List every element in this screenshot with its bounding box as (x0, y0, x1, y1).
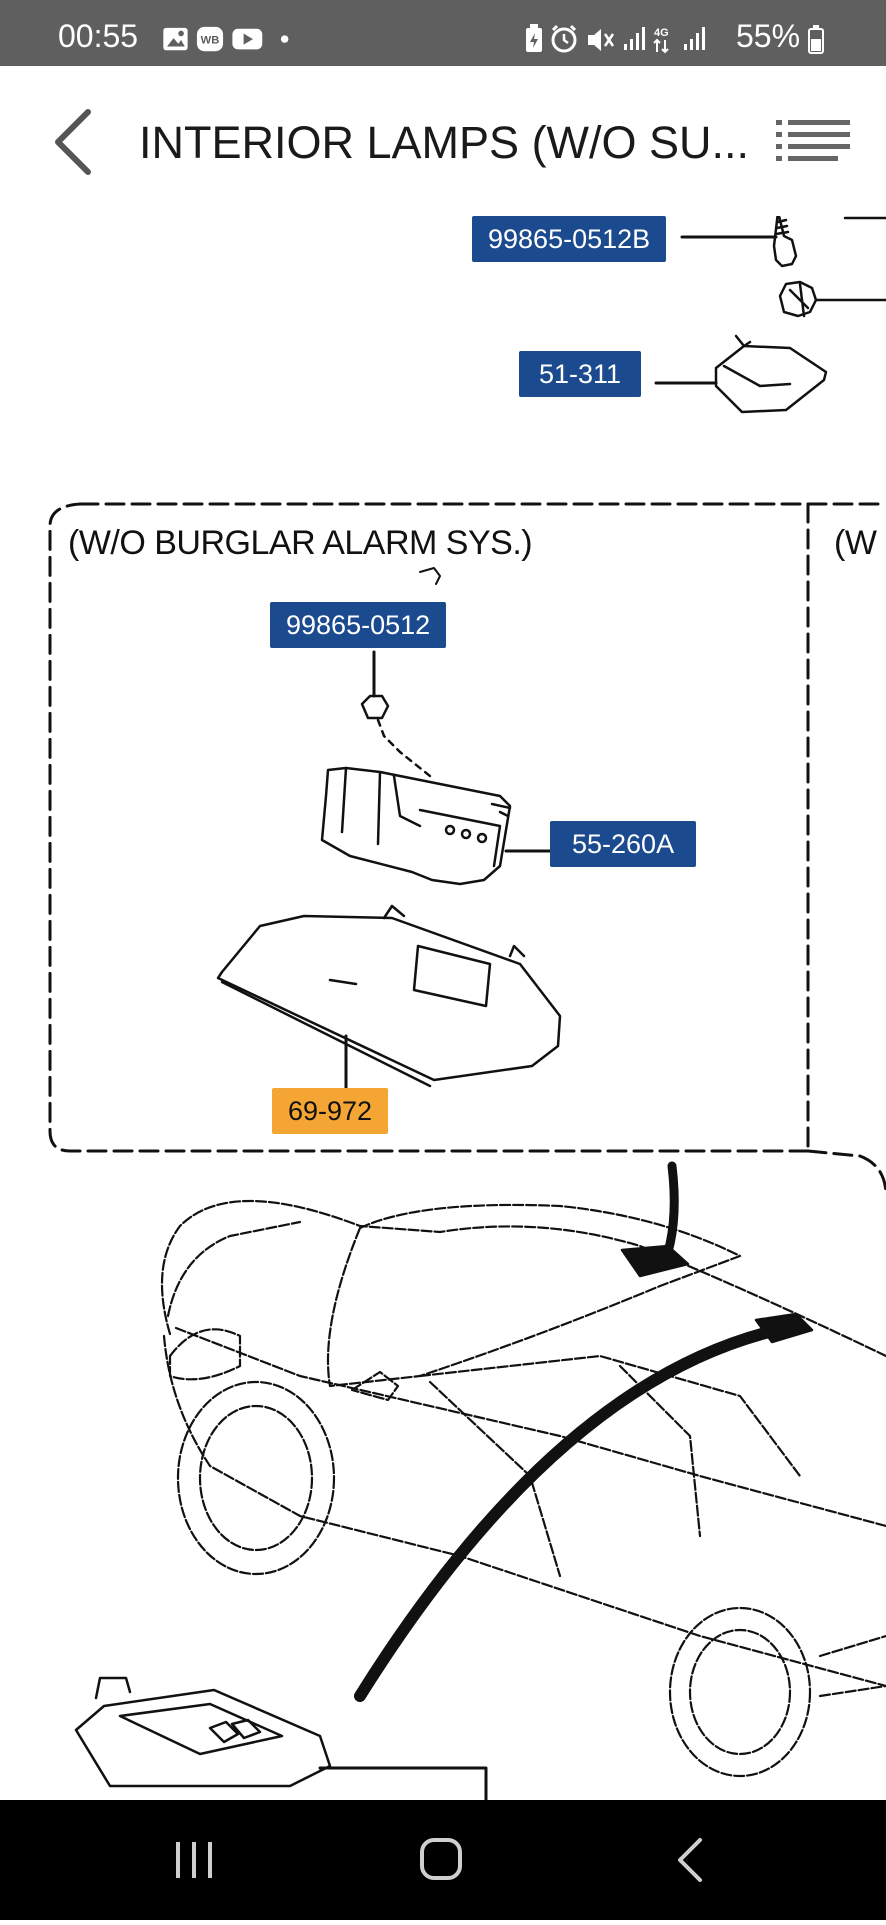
notification-icons: WB (163, 26, 289, 52)
back-icon (678, 1838, 702, 1882)
back-button[interactable] (46, 104, 106, 180)
bulb-part (778, 280, 886, 318)
home-icon (420, 1838, 462, 1880)
callout-99865-0512[interactable]: 99865-0512 (270, 602, 447, 648)
system-back-button[interactable] (620, 1800, 760, 1920)
recents-button[interactable] (124, 1800, 264, 1920)
home-button[interactable] (372, 1800, 512, 1920)
bottom-lamp (74, 1676, 488, 1800)
signal-icon-2 (684, 27, 705, 50)
cover-part (216, 904, 562, 1090)
svg-text:4G: 4G (654, 27, 669, 39)
system-icons: 4G (526, 24, 705, 54)
box-caption: (W/O BURGLAR ALARM SYS.) (68, 524, 533, 562)
box-caption-right: (W (834, 524, 877, 562)
lens-part (654, 334, 828, 414)
battery-icon (808, 25, 824, 54)
status-bar: 00:55 WB (0, 0, 886, 66)
callout-51-311[interactable]: 51-311 (519, 351, 642, 397)
list-menu-icon (776, 120, 850, 161)
weibo-icon: WB (196, 26, 224, 52)
navigation-bar (0, 1800, 886, 1920)
battery-saver-icon (526, 24, 542, 52)
dot-icon (280, 35, 289, 43)
screw-top (680, 216, 886, 268)
parts-diagram[interactable]: 99865-0512B 51-311 (W/O BURGLAR ALARM SY… (0, 216, 886, 1800)
recents-icon (176, 1842, 212, 1878)
car-outline (160, 1200, 886, 1778)
svg-text:WB: WB (201, 35, 220, 47)
mute-icon (588, 29, 615, 51)
status-time: 00:55 (58, 18, 139, 54)
signal-icon (624, 27, 645, 50)
callout-99865-0512B[interactable]: 99865-0512B (472, 216, 667, 262)
bolt-part (360, 567, 441, 778)
alarm-icon (551, 24, 577, 53)
callout-69-972[interactable]: 69-972 (272, 1088, 389, 1134)
youtube-icon (232, 28, 263, 50)
dashed-box (48, 502, 886, 1198)
gallery-icon (163, 27, 188, 51)
menu-button[interactable] (776, 118, 852, 168)
parts-illustration (48, 216, 886, 1800)
chevron-left-icon (55, 109, 91, 175)
lamp-unit (320, 766, 554, 886)
4g-icon: 4G (653, 27, 669, 54)
app-bar: INTERIOR LAMPS (W/O SU... (0, 66, 886, 216)
callout-55-260A[interactable]: 55-260A (550, 821, 697, 867)
page-title: INTERIOR LAMPS (W/O SU... (139, 117, 749, 168)
battery-percentage: 55% (736, 18, 801, 54)
